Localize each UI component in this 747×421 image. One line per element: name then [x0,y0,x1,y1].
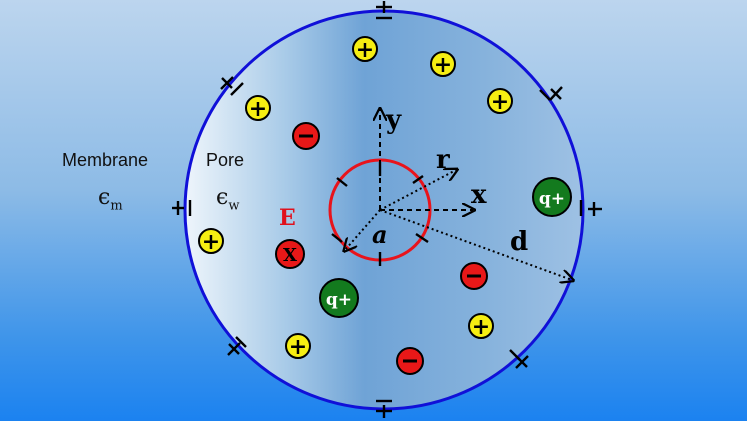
q-plus-ion: q+ [319,278,359,318]
membrane-label: Membrane [62,150,149,170]
svg-text:+: + [434,52,452,78]
r-arrow [379,170,456,211]
q-ions: q+ q+ [319,177,572,318]
axes [380,110,473,210]
negative-ion [460,262,488,290]
radius-arrows [345,170,572,280]
d-label: d [510,227,528,257]
positive-ion: + [285,333,311,360]
svg-text:+: + [491,89,509,115]
positive-ions: + + + + + + + [198,36,513,360]
e-field-ion: X [275,239,305,269]
negative-ion [396,347,424,375]
boundary-charges [172,1,602,418]
y-axis-label: y [385,105,402,135]
x-axis-label: x [471,180,487,210]
negative-ions [292,122,488,375]
e-field-label: E [279,205,296,231]
r-label: r [436,145,450,175]
positive-ion: + [352,36,378,63]
svg-text:+: + [202,229,220,255]
svg-text:+: + [249,96,267,122]
positive-ion: + [487,88,513,115]
svg-text:q+: q+ [539,189,565,209]
svg-text:+: + [289,334,307,360]
q-plus-ion: q+ [532,177,572,217]
svg-text:+: + [356,37,374,63]
negative-ion [292,122,320,150]
d-arrow [379,209,572,280]
svg-text:+: + [472,314,490,340]
a-label: a [372,220,388,249]
pore-label: Pore [206,150,245,170]
a-arrow [345,209,381,250]
svg-text:X: X [283,245,297,266]
pore-permittivity: ϵw [216,185,240,214]
positive-ion: + [430,51,456,78]
svg-text:q+: q+ [326,290,352,310]
positive-ion: + [468,313,494,340]
positive-ion: + [245,95,271,122]
positive-ion: + [198,228,224,255]
membrane-permittivity: ϵm [98,185,123,214]
